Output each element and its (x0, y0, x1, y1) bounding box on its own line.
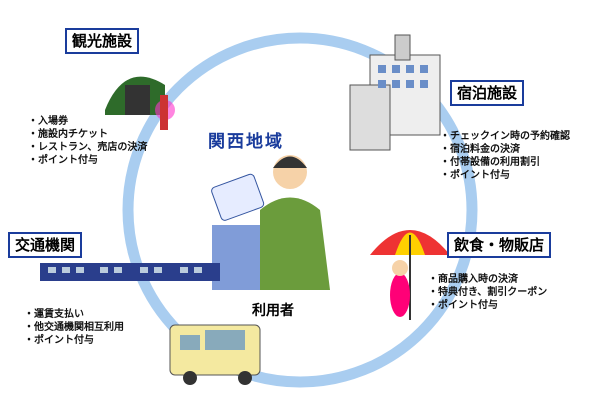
list-item: ポイント付与 (28, 154, 147, 167)
list-item: 入場券 (28, 115, 147, 128)
cycle-ring (122, 32, 478, 388)
list-item: ポイント付与 (440, 169, 570, 182)
transport-list: 運賃支払い 他交通機関相互利用 ポイント付与 (24, 308, 124, 347)
lodging-list: チェックイン時の予約確認 宿泊料金の決済 付帯設備の利用割引 ポイント付与 (440, 130, 570, 182)
transport-title: 交通機関 (8, 232, 83, 258)
list-item: 運賃支払い (24, 308, 124, 321)
list-item: ポイント付与 (24, 334, 124, 347)
list-item: 商品購入時の決済 (428, 273, 547, 286)
bus-illustration (169, 324, 261, 385)
hotel-illustration (349, 34, 441, 151)
shops-list: 商品購入時の決済 特典付き、割引クーポン ポイント付与 (428, 273, 547, 312)
list-item: レストラン、売店の決済 (28, 141, 147, 154)
list-item: チェックイン時の予約確認 (440, 130, 570, 143)
shops-title: 飲食・物販店 (447, 232, 552, 258)
list-item: 他交通機関相互利用 (24, 321, 124, 334)
list-item: 付帯設備の利用割引 (440, 156, 570, 169)
list-item: 特典付き、割引クーポン (428, 286, 547, 299)
user-label: 利用者 (252, 303, 294, 319)
user-illustration (211, 155, 330, 290)
tourism-list: 入場券 施設内チケット レストラン、売店の決済 ポイント付与 (28, 115, 147, 167)
region-label: 関西地域 (208, 132, 284, 152)
train-illustration (40, 263, 220, 281)
shop-illustration (370, 230, 450, 320)
lodging-title: 宿泊施設 (450, 80, 525, 106)
tourism-title: 観光施設 (65, 28, 140, 54)
list-item: 施設内チケット (28, 128, 147, 141)
tourism-illustration (105, 76, 175, 130)
list-item: 宿泊料金の決済 (440, 143, 570, 156)
list-item: ポイント付与 (428, 299, 547, 312)
